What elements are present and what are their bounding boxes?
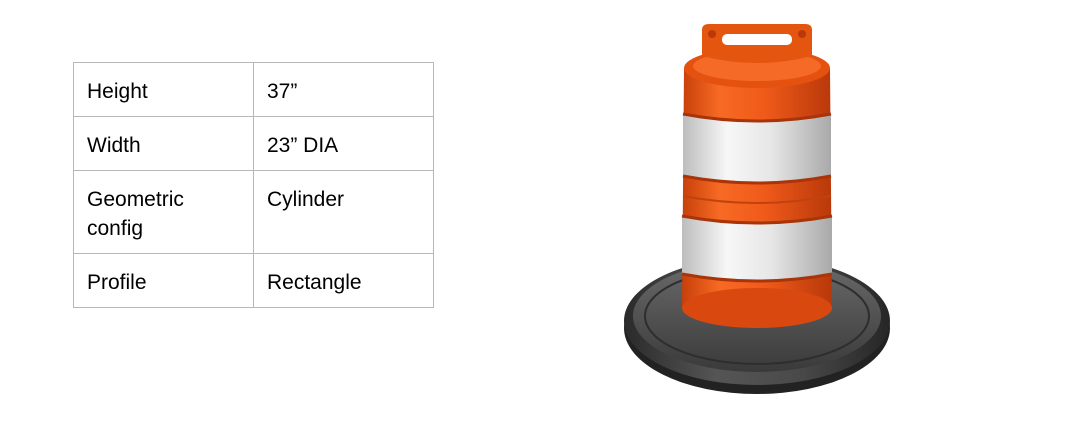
table-row: Geometric config Cylinder [73,170,434,254]
traffic-drum-icon [624,24,890,394]
spec-value-geometric-config: Cylinder [253,170,434,254]
spec-label-profile: Profile [73,253,254,308]
drum-body [681,68,833,328]
table-row: Height 37” [73,62,434,117]
spec-label-width: Width [73,116,254,171]
spec-table: Height 37” Width 23” DIA Geometric confi… [73,62,434,308]
spec-label-geometric-config: Geometric config [73,170,254,254]
drum-handle-opening [722,34,792,45]
reflective-band-lower [682,216,832,281]
table-row: Profile Rectangle [73,253,434,308]
spec-label-height: Height [73,62,254,117]
table-row: Width 23” DIA [73,116,434,171]
spec-value-width: 23” DIA [253,116,434,171]
reflective-band-upper [683,114,831,183]
drum-top [684,24,830,88]
spec-value-height: 37” [253,62,434,117]
spec-value-profile: Rectangle [253,253,434,308]
